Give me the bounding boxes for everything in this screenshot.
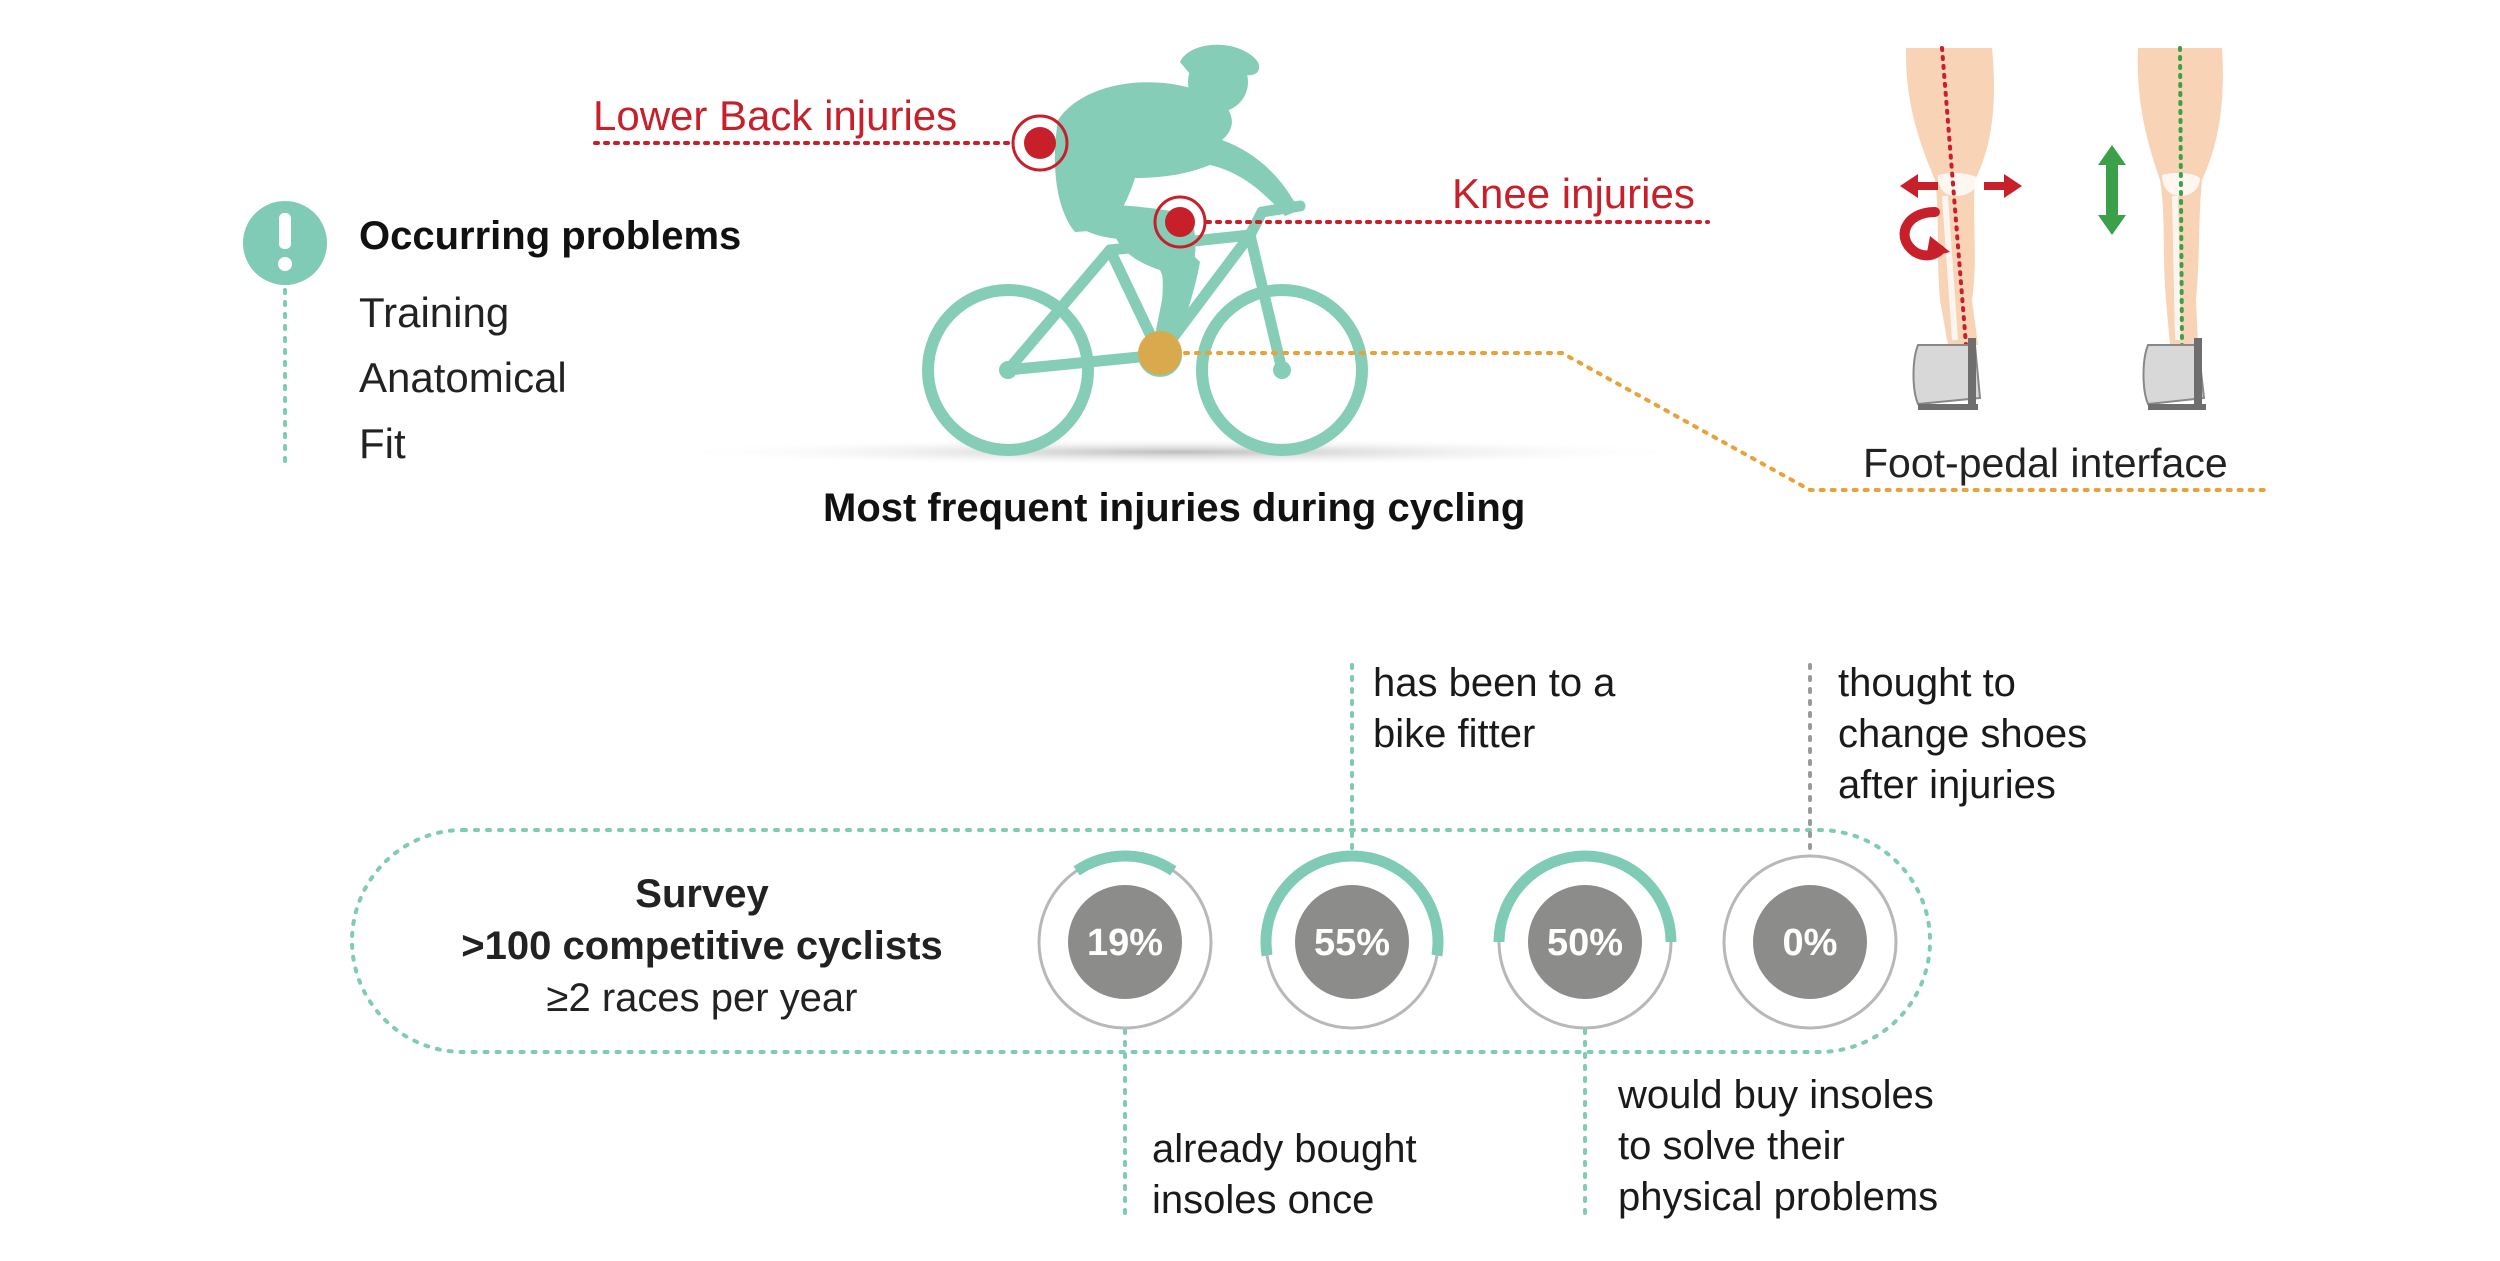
injuries-caption: Most frequent injuries during cycling (823, 486, 1526, 530)
stat-donut: 19% (1037, 850, 1213, 1030)
stat-4-label: thought to change shoes after injuries (1838, 658, 2087, 812)
stat-value: 50% (1547, 922, 1623, 964)
survey-title: Survey (635, 872, 769, 916)
problem-fit: Fit (359, 420, 406, 467)
stat-4-label-line: thought to (1838, 661, 2016, 705)
stat-progress-arc (1073, 850, 1177, 876)
foot-pedal-line (1183, 351, 2272, 492)
problem-anatomical: Anatomical (359, 354, 567, 401)
stat-3-label-line: to solve their (1618, 1124, 1845, 1169)
ground-shadow (660, 438, 1700, 466)
stat-donut: 0% (1722, 854, 1898, 1030)
stats-layer: 19% 55% 50% 0% (1037, 850, 1898, 1030)
stat-donut: 55% (1260, 850, 1444, 1030)
stat-core (1068, 885, 1182, 999)
stat-3-label-line: would buy insoles (1618, 1073, 1934, 1117)
rotation-arrow-icon (1899, 207, 1950, 261)
knee-label: Knee injuries (1452, 170, 1695, 217)
foot-pedal-label: Foot-pedal interface (1863, 440, 2228, 486)
stat-progress-arc (1493, 850, 1677, 943)
stat-2-label: has been to a bike fitter (1373, 658, 1615, 760)
stat-core (1753, 885, 1867, 999)
survey-note: ≥2 races per year (546, 976, 858, 1020)
stat-2-label-line: has been to a (1373, 661, 1616, 705)
vertical-arrow-icon (2098, 145, 2126, 235)
stat-4-label-line: change shoes (1838, 712, 2088, 757)
lower-back-marker (1011, 114, 1069, 172)
lower-back-label: Lower Back injuries (593, 92, 958, 139)
stat-4-label-line: after injuries (1838, 763, 2056, 808)
exclamation-icon (243, 201, 327, 285)
stat-3-label: would buy insoles to solve their physica… (1618, 1070, 1938, 1224)
stat-donut: 50% (1493, 850, 1677, 1030)
stat-core (1528, 885, 1642, 999)
lateral-arrow-icon (1900, 174, 2022, 198)
stat-value: 0% (1783, 922, 1838, 964)
cyclist-illustration (922, 44, 1368, 456)
problem-training: Training (359, 289, 510, 336)
survey-subtitle: >100 competitive cyclists (461, 924, 943, 968)
stat-3-label-line: physical problems (1618, 1175, 1939, 1220)
stat-value: 19% (1087, 922, 1163, 964)
legs-illustration (1899, 46, 2223, 410)
foot-pedal-marker (1138, 331, 1182, 375)
stat-1-label: already bought insoles once (1152, 1124, 1417, 1226)
stat-ring (1722, 854, 1898, 1030)
stat-core (1295, 885, 1409, 999)
stat-value: 55% (1314, 922, 1390, 964)
stat-2-label-line: bike fitter (1373, 712, 1536, 757)
stat-1-label-line: insoles once (1152, 1178, 1375, 1223)
stat-progress-arc (1260, 850, 1444, 957)
problems-title: Occurring problems (359, 214, 742, 258)
stat-1-label-line: already bought (1152, 1127, 1417, 1171)
